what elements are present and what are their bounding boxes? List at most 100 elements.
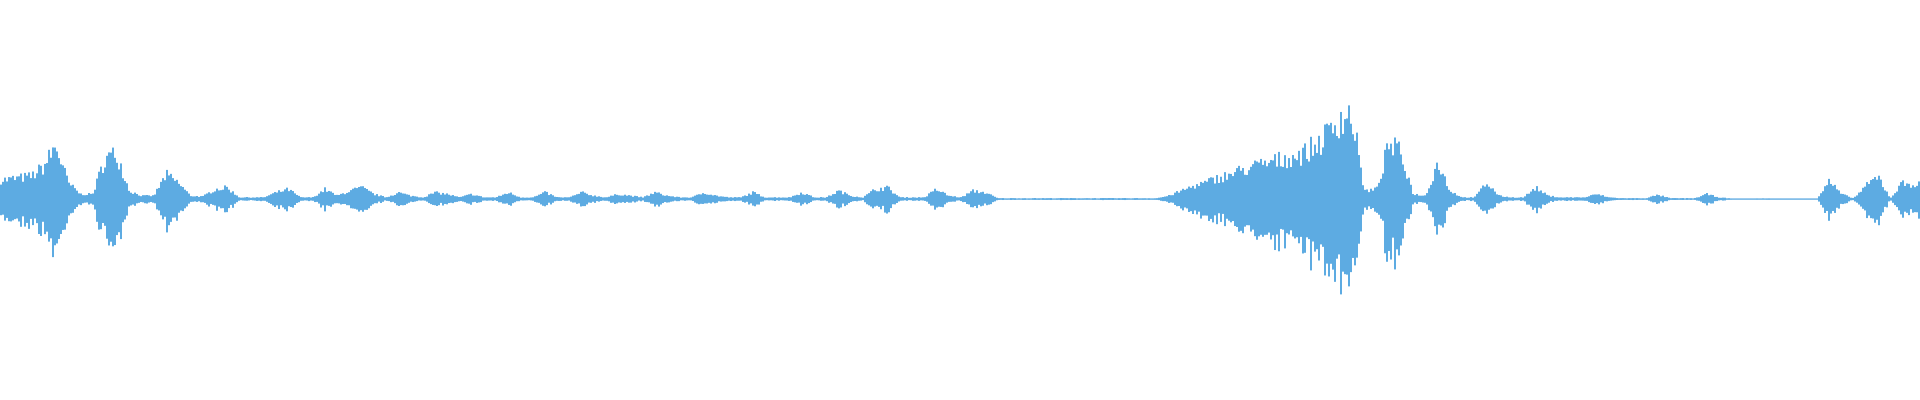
waveform-bar <box>156 188 158 210</box>
waveform-bar <box>1052 198 1054 200</box>
waveform-bar <box>520 197 522 201</box>
waveform-bar <box>1420 195 1422 203</box>
waveform-bar <box>1638 198 1640 200</box>
waveform-bar <box>1440 174 1442 226</box>
waveform-bar <box>642 197 644 201</box>
waveform-bar <box>310 197 312 201</box>
waveform-bar <box>1552 195 1554 202</box>
waveform-bar <box>50 157 52 239</box>
waveform-bar <box>824 197 826 201</box>
waveform-bar <box>164 180 166 217</box>
waveform-bar <box>584 192 586 207</box>
waveform-bar <box>1252 164 1254 230</box>
waveform-bar <box>32 171 34 226</box>
waveform-bar <box>1314 144 1316 252</box>
waveform-bar <box>1504 197 1506 201</box>
waveform-bar <box>1788 198 1790 200</box>
waveform-bar <box>1234 172 1236 227</box>
waveform-bar <box>1770 198 1772 200</box>
waveform-bar <box>116 162 118 236</box>
waveform-bar <box>100 166 102 230</box>
waveform-bar <box>1768 198 1770 200</box>
waveform-bar <box>1706 193 1708 206</box>
waveform-bar <box>1352 134 1354 258</box>
waveform-bar <box>1550 196 1552 202</box>
waveform-bar <box>26 175 28 223</box>
waveform-bar <box>1302 147 1304 254</box>
waveform-bar <box>228 189 230 209</box>
waveform-bar <box>628 195 630 203</box>
waveform-bar <box>1388 149 1390 251</box>
waveform-bar <box>132 193 134 205</box>
waveform-bar <box>224 185 226 213</box>
waveform-bar <box>426 196 428 202</box>
waveform-bar <box>926 196 928 202</box>
waveform-bar <box>1164 196 1166 202</box>
waveform-bar <box>434 191 436 206</box>
waveform-bar <box>146 195 148 204</box>
waveform-bar <box>1142 198 1144 200</box>
waveform-bar <box>474 195 476 202</box>
waveform-bar <box>1176 191 1178 207</box>
waveform-bar <box>562 197 564 201</box>
waveform-bar <box>1534 190 1536 208</box>
waveform-bar <box>1150 198 1152 200</box>
waveform-bar <box>368 190 370 209</box>
waveform-bar <box>1144 198 1146 200</box>
waveform-bar <box>248 197 250 201</box>
waveform-bar <box>460 196 462 202</box>
waveform-bar <box>1242 168 1244 234</box>
waveform-bar <box>1880 179 1882 216</box>
waveform-bar <box>946 195 948 203</box>
waveform-bar <box>414 196 416 202</box>
waveform-bar <box>404 193 406 206</box>
waveform-bar <box>916 197 918 201</box>
waveform-bar <box>908 197 910 201</box>
waveform-bar <box>1738 198 1740 200</box>
waveform-bar <box>458 197 460 202</box>
waveform-bar <box>660 193 662 205</box>
waveform-bar <box>1140 198 1142 200</box>
waveform-bar <box>1218 182 1220 214</box>
waveform-bar <box>724 196 726 202</box>
waveform-bar <box>1748 198 1750 200</box>
waveform-bar <box>388 196 390 202</box>
waveform-bar <box>1384 149 1386 254</box>
waveform-bar <box>290 189 292 207</box>
waveform-bar <box>894 193 896 205</box>
waveform-bar <box>256 197 258 201</box>
waveform-bar <box>1048 198 1050 200</box>
waveform-bar <box>1564 197 1566 201</box>
waveform-bar <box>808 195 810 204</box>
waveform-bar <box>1104 198 1106 200</box>
waveform-bar <box>900 197 902 201</box>
waveform-bar <box>1026 198 1028 200</box>
waveform-bar <box>350 190 352 209</box>
waveform-bar <box>246 197 248 201</box>
waveform-bar <box>1030 198 1032 200</box>
waveform-bar <box>1094 198 1096 200</box>
waveform-bar <box>1324 124 1326 276</box>
waveform-bar <box>760 196 762 202</box>
waveform-bar <box>600 196 602 201</box>
waveform-bar <box>180 186 182 211</box>
waveform-bar <box>878 191 880 207</box>
waveform-bar <box>1866 182 1868 219</box>
waveform-bar <box>1822 191 1824 208</box>
waveform-bar <box>1902 180 1904 218</box>
waveform-bar <box>140 196 142 202</box>
waveform-bar <box>82 195 84 204</box>
waveform-bar <box>1810 198 1812 200</box>
waveform-bar <box>1654 196 1656 203</box>
waveform-bar <box>44 163 46 235</box>
waveform-bar <box>1132 198 1134 200</box>
waveform-bar <box>274 192 276 207</box>
waveform-bar <box>706 194 708 204</box>
waveform-bar <box>744 195 746 203</box>
waveform-bar <box>1844 194 1846 204</box>
waveform-bar <box>1198 186 1200 212</box>
waveform-bar <box>572 195 574 203</box>
waveform-bar <box>568 197 570 201</box>
waveform-bar <box>354 187 356 209</box>
